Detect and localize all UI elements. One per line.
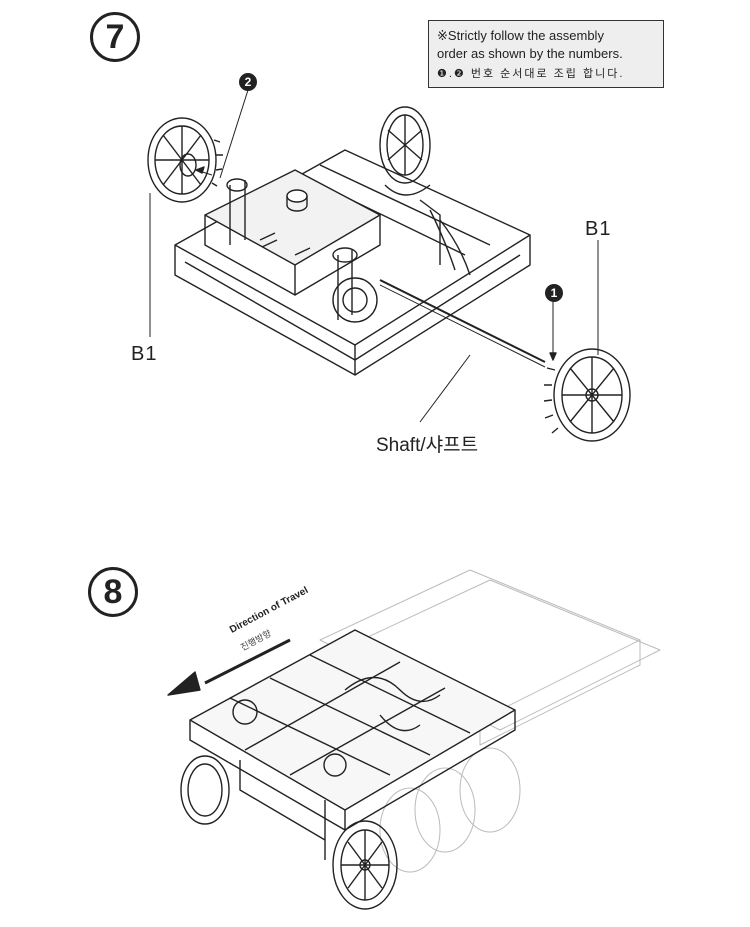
step-7-number: 7 [90,12,140,62]
order-marker-1: 1 [545,284,563,302]
note-line-2: order as shown by the numbers. [437,46,623,61]
part-label-shaft: Shaft/샤프트 [376,435,479,456]
part-label-b1-left: B1 [131,343,158,365]
order-marker-2: 2 [239,73,257,91]
note-line-1: ※Strictly follow the assembly [437,28,604,43]
assembly-order-note: ※Strictly follow the assembly order as s… [428,20,664,88]
note-line-korean: ❶.❷ 번호 순서대로 조립 합니다. [437,68,625,80]
step8-chassis-illustration [167,569,661,910]
step-8-number: 8 [88,567,138,617]
step7-chassis-illustration [147,89,631,442]
part-label-b1-right: B1 [585,218,612,240]
